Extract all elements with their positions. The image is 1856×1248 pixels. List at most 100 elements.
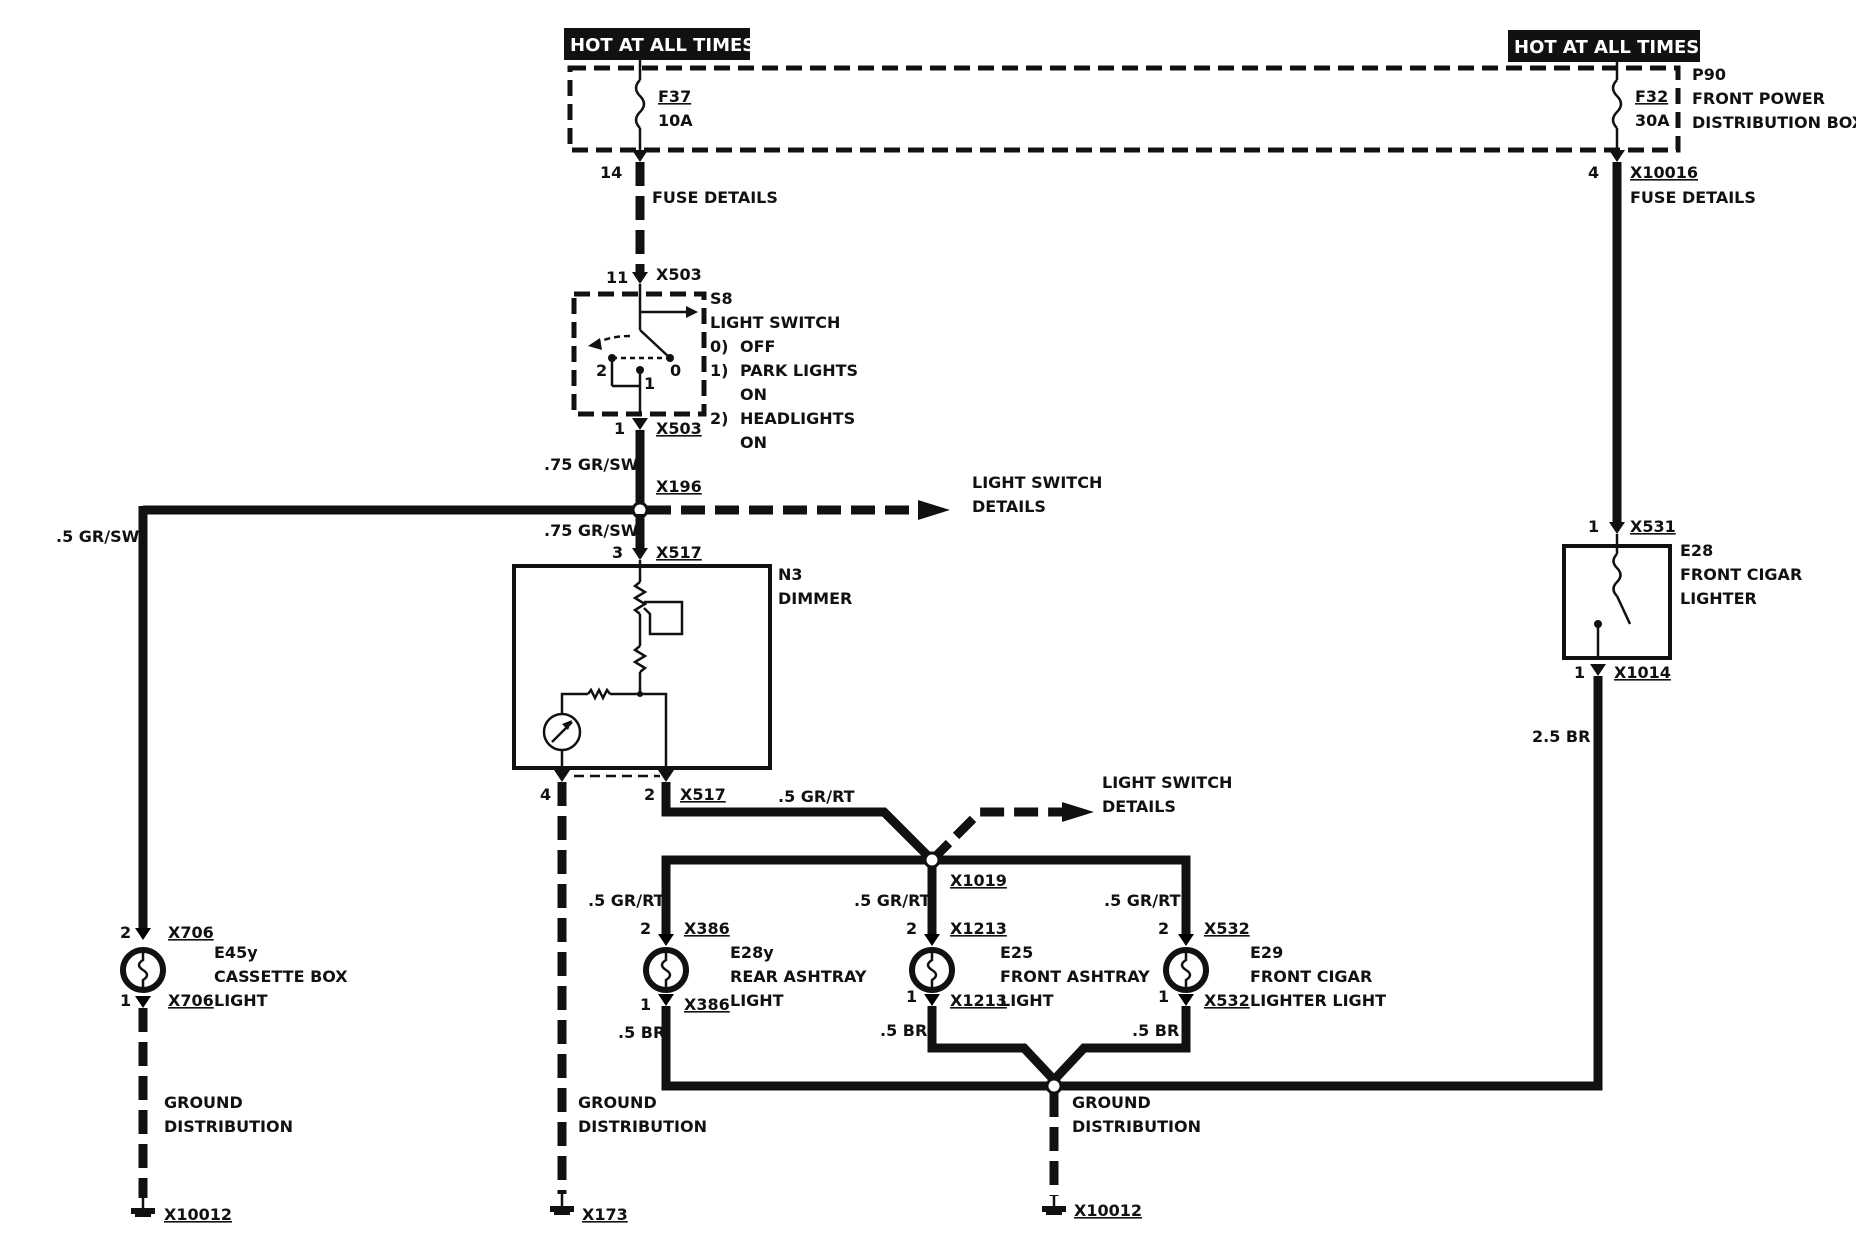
switch-pos0-num: 0) <box>710 337 728 356</box>
lamp-cassette-box <box>120 928 166 1008</box>
cigar-name-1: FRONT CIGAR <box>1680 565 1802 584</box>
rear-ashtray-id: E28y <box>730 943 774 962</box>
switch-in-conn: X503 <box>656 265 702 284</box>
cigar-in-pin: 1 <box>1588 517 1599 536</box>
switch-in-terminal <box>632 272 648 284</box>
fuse-f32: F32 30A <box>1611 62 1670 150</box>
wire-label-gr-sw-75b: .75 GR/SW <box>544 521 639 540</box>
svg-text:2: 2 <box>596 361 607 380</box>
details-ls2a: LIGHT SWITCH <box>1102 773 1232 792</box>
ground-icon-2 <box>550 1194 574 1215</box>
dimmer-out-terminal <box>658 770 674 782</box>
fuse-left-pin: 14 <box>600 163 622 182</box>
cigar-light-pin-top: 2 <box>1158 919 1169 938</box>
switch-pos2-num: 2) <box>710 409 728 428</box>
switch-pos0: OFF <box>740 337 775 356</box>
ground-2-label-1: GROUND <box>578 1093 657 1112</box>
switch-pos1a: PARK LIGHTS <box>740 361 858 380</box>
fuse-right-terminal <box>1609 150 1625 162</box>
switch-pos1-num: 1) <box>710 361 728 380</box>
cassette-name-1: CASSETTE BOX <box>214 967 348 986</box>
ground-3-label-2: DISTRIBUTION <box>1072 1117 1201 1136</box>
hot-label-right: HOT AT ALL TIMES <box>1508 30 1700 62</box>
splice-x196-label: X196 <box>656 477 702 496</box>
dimmer-gnd-pin: 4 <box>540 785 551 804</box>
cigar-out-conn: X1014 <box>1614 663 1671 682</box>
wire-label-br-25: 2.5 BR <box>1532 727 1590 746</box>
dimmer-box <box>512 564 772 770</box>
dimmer-in-pin: 3 <box>612 543 623 562</box>
ground-icon-3 <box>1042 1196 1066 1215</box>
fuse-left-terminal <box>632 150 648 162</box>
switch-pos2a: HEADLIGHTS <box>740 409 855 428</box>
splice-x1019 <box>923 851 941 869</box>
dimmer-in-conn: X517 <box>656 543 702 562</box>
switch-pos1b: ON <box>740 385 767 404</box>
cigar-light-conn-top: X532 <box>1204 919 1250 938</box>
wire-label-gr-sw-75a: .75 GR/SW <box>544 455 639 474</box>
dimmer-out-pin: 2 <box>644 785 655 804</box>
cigar-in-terminal <box>1609 522 1625 534</box>
wire-front-ashtray-ground <box>927 1006 1058 1084</box>
details-ls1b: DETAILS <box>972 497 1046 516</box>
cassette-conn-top: X706 <box>168 923 214 942</box>
lamp-rear-ashtray <box>643 934 689 1006</box>
switch-out-pin: 1 <box>614 419 625 438</box>
switch-out-terminal <box>632 418 648 430</box>
wire-label-gr-sw-5: .5 GR/SW <box>56 527 140 546</box>
cigar-light-id: E29 <box>1250 943 1283 962</box>
dimmer-in-terminal <box>632 548 648 560</box>
switch-in-pin: 11 <box>606 268 628 287</box>
wire-cigar-light-ground <box>1050 1006 1191 1084</box>
rear-ashtray-conn-top: X386 <box>684 919 730 938</box>
ground-splice <box>1045 1077 1063 1095</box>
cassette-conn-bot: X706 <box>168 991 214 1010</box>
light-switch-contacts: 2 1 0 <box>588 284 698 414</box>
wire-dimmer-to-x1019 <box>661 782 936 864</box>
fuse-right-pin: 4 <box>1588 163 1599 182</box>
wire-label-gr-rt-5: .5 GR/RT <box>778 787 855 806</box>
hot-label-left: HOT AT ALL TIMES <box>564 28 755 60</box>
front-ashtray-pin-bot: 1 <box>906 987 917 1006</box>
rear-ashtray-name-1: REAR ASHTRAY <box>730 967 867 986</box>
wire-label-gr-rt-a: .5 GR/RT <box>588 891 665 910</box>
svg-text:HOT AT ALL TIMES: HOT AT ALL TIMES <box>570 35 755 56</box>
rear-ashtray-name-2: LIGHT <box>730 991 784 1010</box>
front-ashtray-pin-top: 2 <box>906 919 917 938</box>
rear-ashtray-pin-top: 2 <box>640 919 651 938</box>
wire-label-br-a: .5 BR <box>618 1023 665 1042</box>
cigar-in-conn: X531 <box>1630 517 1676 536</box>
wire-x1019-to-details <box>928 807 1064 864</box>
wire-label-gr-rt-c: .5 GR/RT <box>1104 891 1181 910</box>
cassette-id: E45y <box>214 943 258 962</box>
rear-ashtray-pin-bot: 1 <box>640 995 651 1014</box>
arrow-light-switch-details-1 <box>918 500 950 520</box>
details-ls1a: LIGHT SWITCH <box>972 473 1102 492</box>
switch-title: LIGHT SWITCH <box>710 313 840 332</box>
ground-1-label-1: GROUND <box>164 1093 243 1112</box>
details-ls2b: DETAILS <box>1102 797 1176 816</box>
dimmer-id: N3 <box>778 565 803 584</box>
front-ashtray-name-1: FRONT ASHTRAY <box>1000 967 1150 986</box>
ground-1-label-2: DISTRIBUTION <box>164 1117 293 1136</box>
cigar-light-name-1: FRONT CIGAR <box>1250 967 1372 986</box>
svg-text:10A: 10A <box>658 111 693 130</box>
cigar-lighter-element <box>1594 534 1632 660</box>
front-ashtray-name-2: LIGHT <box>1000 991 1054 1010</box>
switch-pos2b: ON <box>740 433 767 452</box>
cigar-name-2: LIGHTER <box>1680 589 1757 608</box>
cassette-pin-top: 2 <box>120 923 131 942</box>
front-ashtray-id: E25 <box>1000 943 1033 962</box>
svg-text:F32: F32 <box>1635 87 1668 106</box>
ground-3-conn: X10012 <box>1074 1201 1142 1220</box>
switch-id: S8 <box>710 289 733 308</box>
wire-label-br-b: .5 BR <box>880 1021 927 1040</box>
ground-2-conn: X173 <box>582 1205 628 1224</box>
fuse-box-name-1: FRONT POWER <box>1692 89 1825 108</box>
fuse-left-note: FUSE DETAILS <box>652 188 778 207</box>
dimmer-internal <box>542 560 684 768</box>
svg-text:F37: F37 <box>658 87 691 106</box>
cigar-id: E28 <box>1680 541 1713 560</box>
fuse-f37: F37 10A <box>634 60 693 150</box>
